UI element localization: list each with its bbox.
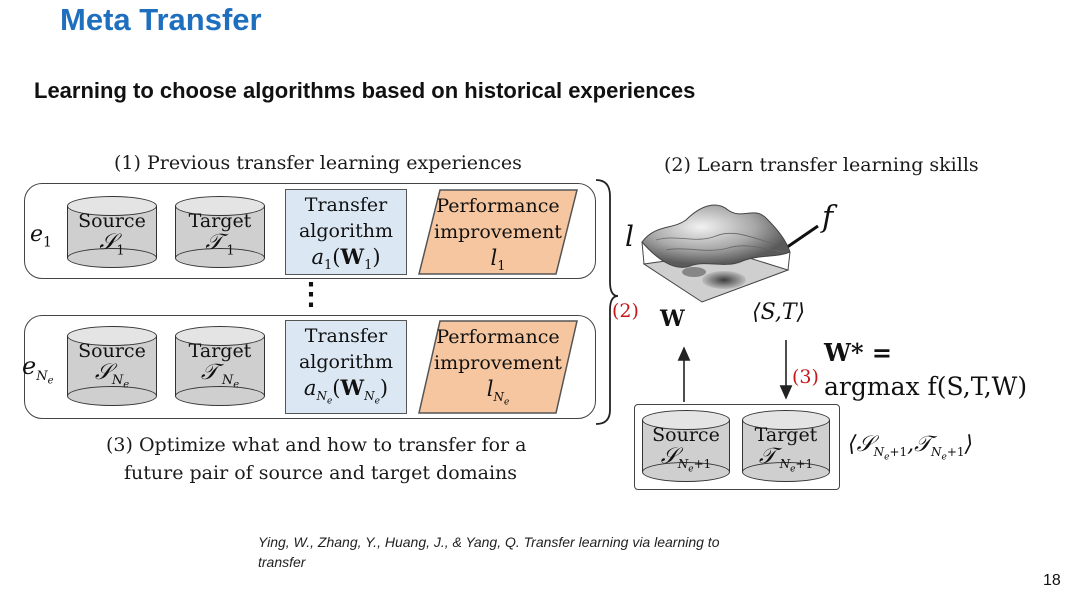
source-symbol-ne: 𝒮Ne <box>94 360 130 391</box>
row-ne-label: eNe <box>22 352 54 387</box>
step-3-marker: (3) <box>792 366 819 388</box>
argmax-line-1: W* = <box>824 338 892 367</box>
row-1-label: e1 <box>30 222 52 251</box>
new-pair-notation: ⟨𝒮Ne+1,𝒯Ne+1⟩ <box>848 432 974 463</box>
surface-axis-l: l <box>625 220 634 253</box>
source-cylinder-ne: Source 𝒮Ne <box>67 326 157 406</box>
new-source-label: Source <box>652 424 720 446</box>
surface-w-label: W <box>660 306 685 332</box>
perf-line2-ne: improvement <box>434 352 562 374</box>
target-label-ne: Target <box>188 340 252 362</box>
algorithm-box-1: Transfer algorithm a1(W1) <box>285 189 407 275</box>
perf-symbol-ne: lNe <box>486 377 510 408</box>
step-2-marker: (2) <box>612 300 639 322</box>
perf-symbol-1: l1 <box>490 246 506 275</box>
source-cylinder-1: Source 𝒮1 <box>67 196 157 268</box>
surface-f-label: f <box>822 200 834 235</box>
new-source-symbol: 𝒮Ne+1 <box>660 444 712 475</box>
performance-box-1: Performance improvement l1 <box>418 189 578 279</box>
perf-line1-1: Performance <box>436 195 560 217</box>
argmax-line-2: argmax f(S,T,W) <box>824 372 1028 401</box>
caption-previous-experiences: (1) Previous transfer learning experienc… <box>114 152 522 174</box>
algo-line2-1: algorithm <box>298 220 394 242</box>
algo-line1-ne: Transfer <box>304 325 388 347</box>
algo-symbol-1: a1(W1) <box>311 244 381 274</box>
target-symbol-1: 𝒯 1 <box>205 230 235 259</box>
source-symbol-1: 𝒮1 <box>99 230 125 259</box>
grouping-brace <box>595 179 619 425</box>
target-cylinder-ne: Target 𝒯 Ne <box>175 326 265 406</box>
reference-citation: Ying, W., Zhang, Y., Huang, J., & Yang, … <box>258 532 818 572</box>
page-number: 18 <box>1043 572 1061 589</box>
source-label-ne: Source <box>78 340 146 362</box>
loss-surface-plot <box>641 204 791 303</box>
slide-title: Meta Transfer <box>60 2 262 37</box>
target-cylinder-1: Target 𝒯 1 <box>175 196 265 268</box>
caption-optimize-line2: future pair of source and target domains <box>124 462 518 484</box>
algo-symbol-ne: aNe(WNe) <box>303 375 389 407</box>
target-symbol-ne: 𝒯 Ne <box>200 360 240 391</box>
performance-box-ne: Performance improvement lNe <box>418 320 578 418</box>
new-target-symbol: 𝒯 Ne+1 <box>758 444 814 475</box>
target-label-1: Target <box>188 210 252 232</box>
algorithm-box-ne: Transfer algorithm aNe(WNe) <box>285 320 407 414</box>
algo-line1-1: Transfer <box>304 194 388 216</box>
reference-line-2: transfer <box>258 554 306 570</box>
surface-st-label: ⟨S,T⟩ <box>752 300 806 325</box>
perf-line2-1: improvement <box>434 221 562 243</box>
algo-line2-ne: algorithm <box>298 351 394 373</box>
source-label-1: Source <box>78 210 146 232</box>
new-target-cylinder: Target 𝒯 Ne+1 <box>742 410 830 482</box>
ellipsis-dots: ⋮ <box>296 277 326 312</box>
new-pair-box <box>634 404 840 490</box>
reference-line-1: Ying, W., Zhang, Y., Huang, J., & Yang, … <box>258 534 720 550</box>
slide-subtitle: Learning to choose algorithms based on h… <box>34 78 696 103</box>
caption-optimize-line1: (3) Optimize what and how to transfer fo… <box>106 434 527 456</box>
new-source-cylinder: Source 𝒮Ne+1 <box>642 410 730 482</box>
perf-line1-ne: Performance <box>436 326 560 348</box>
new-target-label: Target <box>754 424 818 446</box>
caption-learn-skills: (2) Learn transfer learning skills <box>664 154 979 176</box>
